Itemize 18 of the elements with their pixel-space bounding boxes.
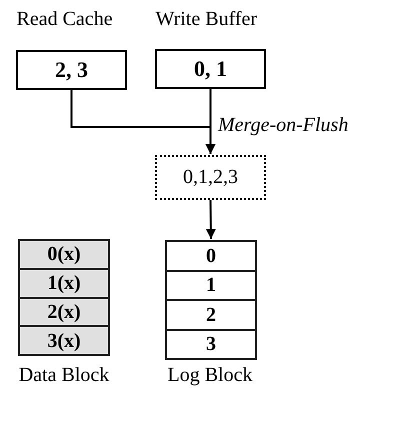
block-entry: 1(x)	[20, 268, 108, 296]
connector-arrow	[206, 89, 216, 154]
block-entry: 0	[167, 242, 255, 270]
connector-arrow	[206, 200, 216, 240]
edge-label: Merge-on-Flush	[218, 114, 348, 137]
block-caption: Log Block	[166, 363, 254, 388]
block-entry: 0(x)	[20, 241, 108, 268]
box-heading: Write Buffer	[156, 8, 258, 31]
buffer-box: 0, 1	[155, 49, 266, 89]
block-entry: 3(x)	[20, 325, 108, 354]
block-caption: Data Block	[18, 363, 110, 388]
block-entry: 3	[167, 328, 255, 358]
buffer-box: 2, 3	[16, 50, 127, 90]
merged-box: 0,1,2,3	[155, 155, 266, 200]
block-entry: 2(x)	[20, 296, 108, 326]
block-entry: 2	[167, 299, 255, 328]
block-entry: 1	[167, 270, 255, 299]
box-heading: Read Cache	[16, 8, 113, 31]
